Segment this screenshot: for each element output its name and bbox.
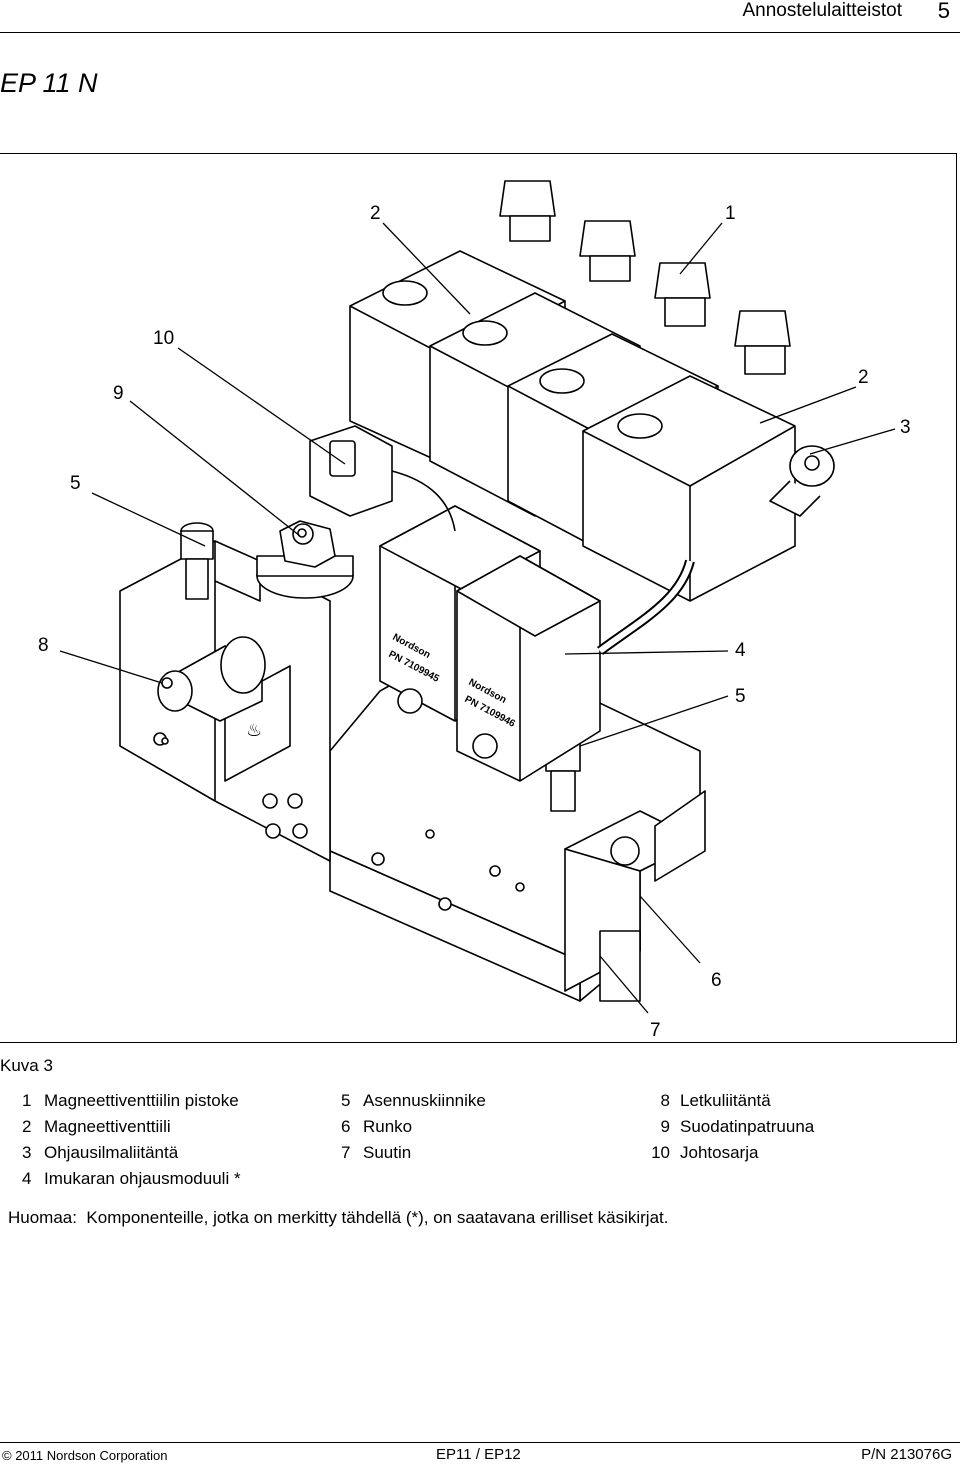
header-rule (0, 32, 960, 33)
legend-text: Magneettiventtiili (44, 1117, 171, 1136)
callout-8: 8 (38, 635, 49, 656)
legend-number: 9 (660, 1117, 670, 1136)
legend-text: Ohjausilmaliitäntä (44, 1143, 179, 1162)
leader-lines (59, 222, 896, 1014)
legend-text: Suodatinpatruuna (680, 1117, 815, 1136)
callout-2-right: 2 (858, 367, 869, 388)
legend-item: 2 Magneettiventtiili (22, 1114, 241, 1140)
heat-warning-icon: ♨ (246, 720, 262, 740)
legend-item: 6 Runko (341, 1114, 486, 1140)
footer-doc-id: EP11 / EP12 (436, 1446, 521, 1463)
legend-column-2: 5 Asennuskiinnike 6 Runko 7 Suutin (341, 1088, 486, 1166)
callout-2-top: 2 (370, 203, 381, 224)
callout-1: 1 (725, 203, 736, 224)
callout-labels: 2 1 10 9 2 3 5 8 4 5 6 7 (38, 203, 911, 1041)
callout-5-left: 5 (70, 473, 81, 494)
legend-number: 1 (22, 1091, 32, 1110)
legend-item: 7 Suutin (341, 1140, 486, 1166)
legend-item: 5 Asennuskiinnike (341, 1088, 486, 1114)
legend-column-1: 1 Magneettiventtiilin pistoke 2 Magneettiv… (22, 1088, 241, 1192)
callout-7: 7 (650, 1020, 661, 1041)
footer-part-number: P/N 213076G (861, 1446, 952, 1463)
exploded-diagram: ♨ (38, 180, 911, 1041)
legend-number: 10 (651, 1143, 670, 1162)
legend-number: 8 (660, 1091, 670, 1110)
legend-item: 1 Magneettiventtiilin pistoke (22, 1088, 241, 1114)
callout-10: 10 (153, 328, 174, 349)
legend-number: 5 (341, 1091, 351, 1110)
section-title: EP 11 N (0, 68, 98, 98)
header-title: Annostelulaitteistot (742, 0, 903, 21)
figure-caption: Kuva 3 (0, 1056, 53, 1075)
legend-text: Asennuskiinnike (363, 1091, 486, 1110)
solenoid-valve-4 (582, 310, 796, 602)
filter-cartridge (256, 520, 354, 599)
tube-inner (598, 560, 693, 654)
control-module-right: Nordson PN 7109946 (456, 555, 601, 782)
legend-text: Runko (363, 1117, 413, 1136)
legend-item: 3 Ohjausilmaliitäntä (22, 1140, 241, 1166)
legend-number: 4 (22, 1169, 32, 1188)
legend-number: 3 (22, 1143, 32, 1162)
legend-text: Letkuliitäntä (680, 1091, 771, 1110)
legend-text: Magneettiventtiilin pistoke (44, 1091, 239, 1110)
hose-connection (157, 636, 266, 722)
legend-text: Suutin (363, 1143, 412, 1162)
legend-number: 6 (341, 1117, 351, 1136)
callout-9: 9 (113, 383, 124, 404)
legend-item: 4 Imukaran ohjausmoduuli * (22, 1166, 241, 1192)
figure-frame: ♨ (0, 153, 957, 1043)
callout-6: 6 (711, 970, 722, 991)
mounting-bolt-left (180, 522, 214, 600)
body-block (329, 640, 706, 1002)
footer-rule (0, 1442, 960, 1443)
legend-number: 2 (22, 1117, 32, 1136)
note-text: Huomaa: Komponenteille, jotka on merkitt… (8, 1208, 669, 1227)
air-fitting (769, 445, 835, 517)
legend-item: 9 Suodatinpatruuna (640, 1114, 815, 1140)
page-number: 5 (937, 0, 950, 23)
legend-text: Johtosarja (680, 1143, 759, 1162)
callout-4: 4 (735, 640, 746, 661)
callout-5-right: 5 (735, 686, 746, 707)
legend-item: 8 Letkuliitäntä (640, 1088, 814, 1114)
legend-column-3: 8 Letkuliitäntä 9 Suodatinpatruuna 10 Johto… (640, 1088, 814, 1166)
callout-3: 3 (900, 417, 911, 438)
legend-number: 7 (341, 1143, 351, 1162)
legend-text: Imukaran ohjausmoduuli * (44, 1169, 241, 1188)
footer-copyright: © 2011 Nordson Corporation (2, 1448, 168, 1463)
legend-item: 10 Johtosarja (640, 1140, 814, 1166)
solenoid-plug (309, 425, 456, 532)
